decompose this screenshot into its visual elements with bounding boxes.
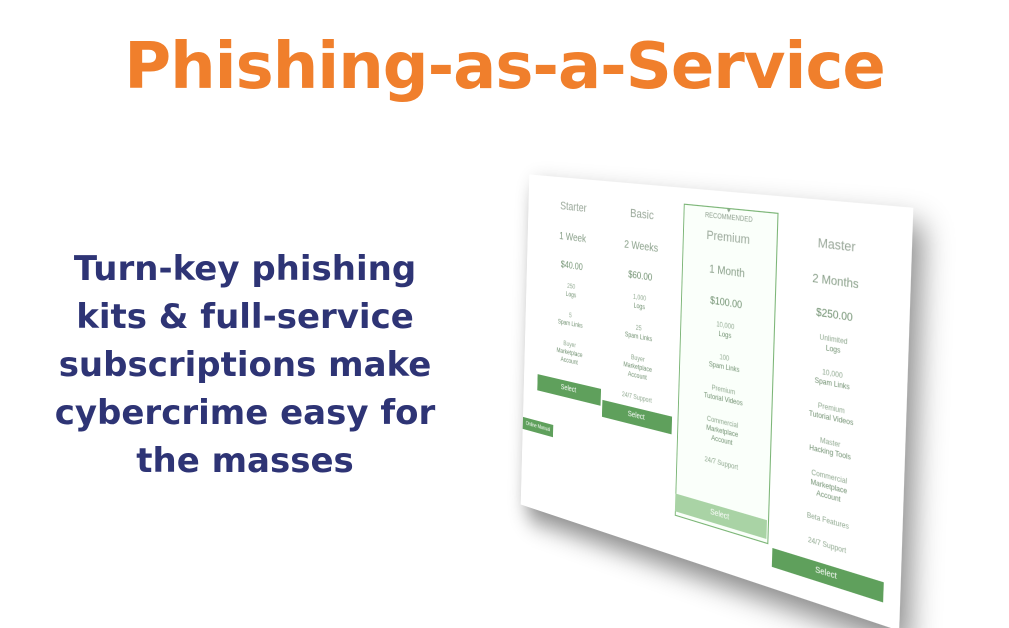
plan-price: $250.00 xyxy=(815,305,853,324)
tagline-line: kits & full-service xyxy=(76,297,414,337)
plan-price: $40.00 xyxy=(560,258,583,273)
online-manual-button[interactable]: Online Manual xyxy=(522,416,554,438)
plan-duration: 2 Months xyxy=(812,272,859,293)
plan-price: $100.00 xyxy=(709,294,743,311)
tagline-line: cybercrime easy for xyxy=(54,393,436,433)
plan-name: Premium xyxy=(706,228,751,248)
plan-duration: 1 Month xyxy=(709,263,745,281)
plan-name: Starter xyxy=(560,199,587,216)
plan-price: $60.00 xyxy=(628,268,653,284)
select-button[interactable]: Select xyxy=(537,374,602,406)
tagline: Turn-key phishing kits & full-service su… xyxy=(40,245,450,485)
tagline-line: subscriptions make xyxy=(58,345,432,385)
tagline-line: the masses xyxy=(136,441,354,481)
tagline-line: Turn-key phishing xyxy=(73,249,417,289)
plan-premium: ♥ RECOMMENDED Premium 1 Month $100.00 10… xyxy=(676,204,776,482)
plan-name: Master xyxy=(817,236,856,256)
plan-duration: 2 Weeks xyxy=(624,238,659,256)
page-title: Phishing-as-a-Service xyxy=(124,30,886,104)
plan-duration: 1 Week xyxy=(559,230,587,246)
plan-name: Basic xyxy=(629,207,654,223)
